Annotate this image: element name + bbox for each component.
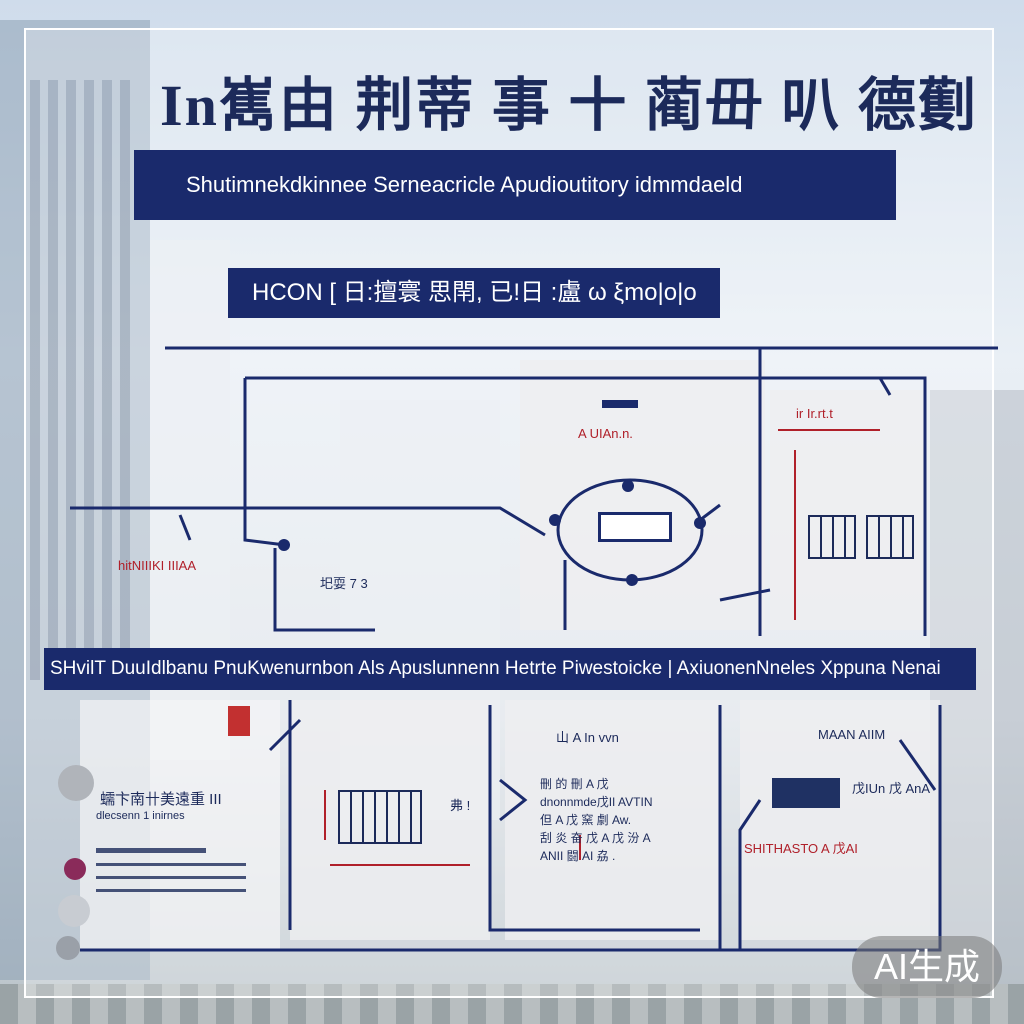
- list-item: 刪 的 刪 A 戊: [540, 777, 609, 791]
- label: 戊IUn 戊 AnA: [852, 781, 931, 796]
- list-item: 刮 炎 奋 戊 A 戊 汾 A: [540, 831, 651, 845]
- list-item: 但 A 戊 窯 劇 Aw.: [540, 813, 632, 827]
- bottom-banner: SHvilT DuuIdlbanu PnuKwenurnbon Als Apus…: [44, 648, 976, 690]
- diagram-panel: [740, 700, 940, 940]
- building-icon: [808, 515, 856, 559]
- label: 蠕卞南卄美遠重 III: [100, 791, 222, 808]
- building-windows: [30, 80, 130, 680]
- building-right: [930, 390, 1024, 990]
- list-item: dnonnmde戊II AVTIN: [540, 795, 653, 809]
- placeholder-lines: [96, 848, 256, 902]
- building-icon: [866, 515, 914, 559]
- text-list: 刪 的 刪 A 戊 dnonnmde戊II AVTIN 但 A 戊 窯 劇 Aw…: [540, 775, 653, 865]
- text-line: [96, 848, 206, 853]
- bullet-icon: [56, 936, 80, 960]
- label: dlecsenn 1 inirnes: [96, 810, 185, 822]
- section-banner: HCON [ 日:擅寰 思閈, 已!日 :盧 ω ξmo|o|o: [228, 268, 720, 318]
- label: SHITHASTO A 戊AI: [744, 841, 858, 856]
- list-item: ANII 闘 AI 劦 .: [540, 849, 616, 863]
- label: A UIAn.n.: [578, 426, 633, 441]
- label: MAAN AIIM: [818, 727, 886, 742]
- red-block-icon: [228, 706, 250, 736]
- label: 弗 !: [450, 798, 471, 813]
- diagram-panel: [520, 360, 765, 630]
- label: 圯耍 7 3: [320, 576, 368, 591]
- bullet-icon: [58, 765, 94, 801]
- bullet-icon: [64, 858, 86, 880]
- subtitle-banner: Shutimnekdkinnee Serneacricle Apudioutit…: [134, 150, 896, 220]
- road: [0, 984, 1024, 1024]
- diagram-panel: [505, 700, 720, 940]
- dark-block-icon: [772, 778, 840, 808]
- text-line: [96, 889, 246, 892]
- text-line: [96, 863, 246, 866]
- label: 山 A In vvn: [556, 730, 619, 745]
- label: ir Ir.rt.t: [796, 406, 833, 421]
- text-line: [96, 876, 246, 879]
- ai-generated-badge: AI生成: [852, 936, 1002, 998]
- device-icon: [598, 512, 672, 542]
- building-plan-icon: [338, 790, 422, 844]
- bullet-icon: [58, 895, 90, 927]
- label: hitNIIIKI IIIAA: [118, 558, 197, 573]
- list-panel: [80, 700, 280, 950]
